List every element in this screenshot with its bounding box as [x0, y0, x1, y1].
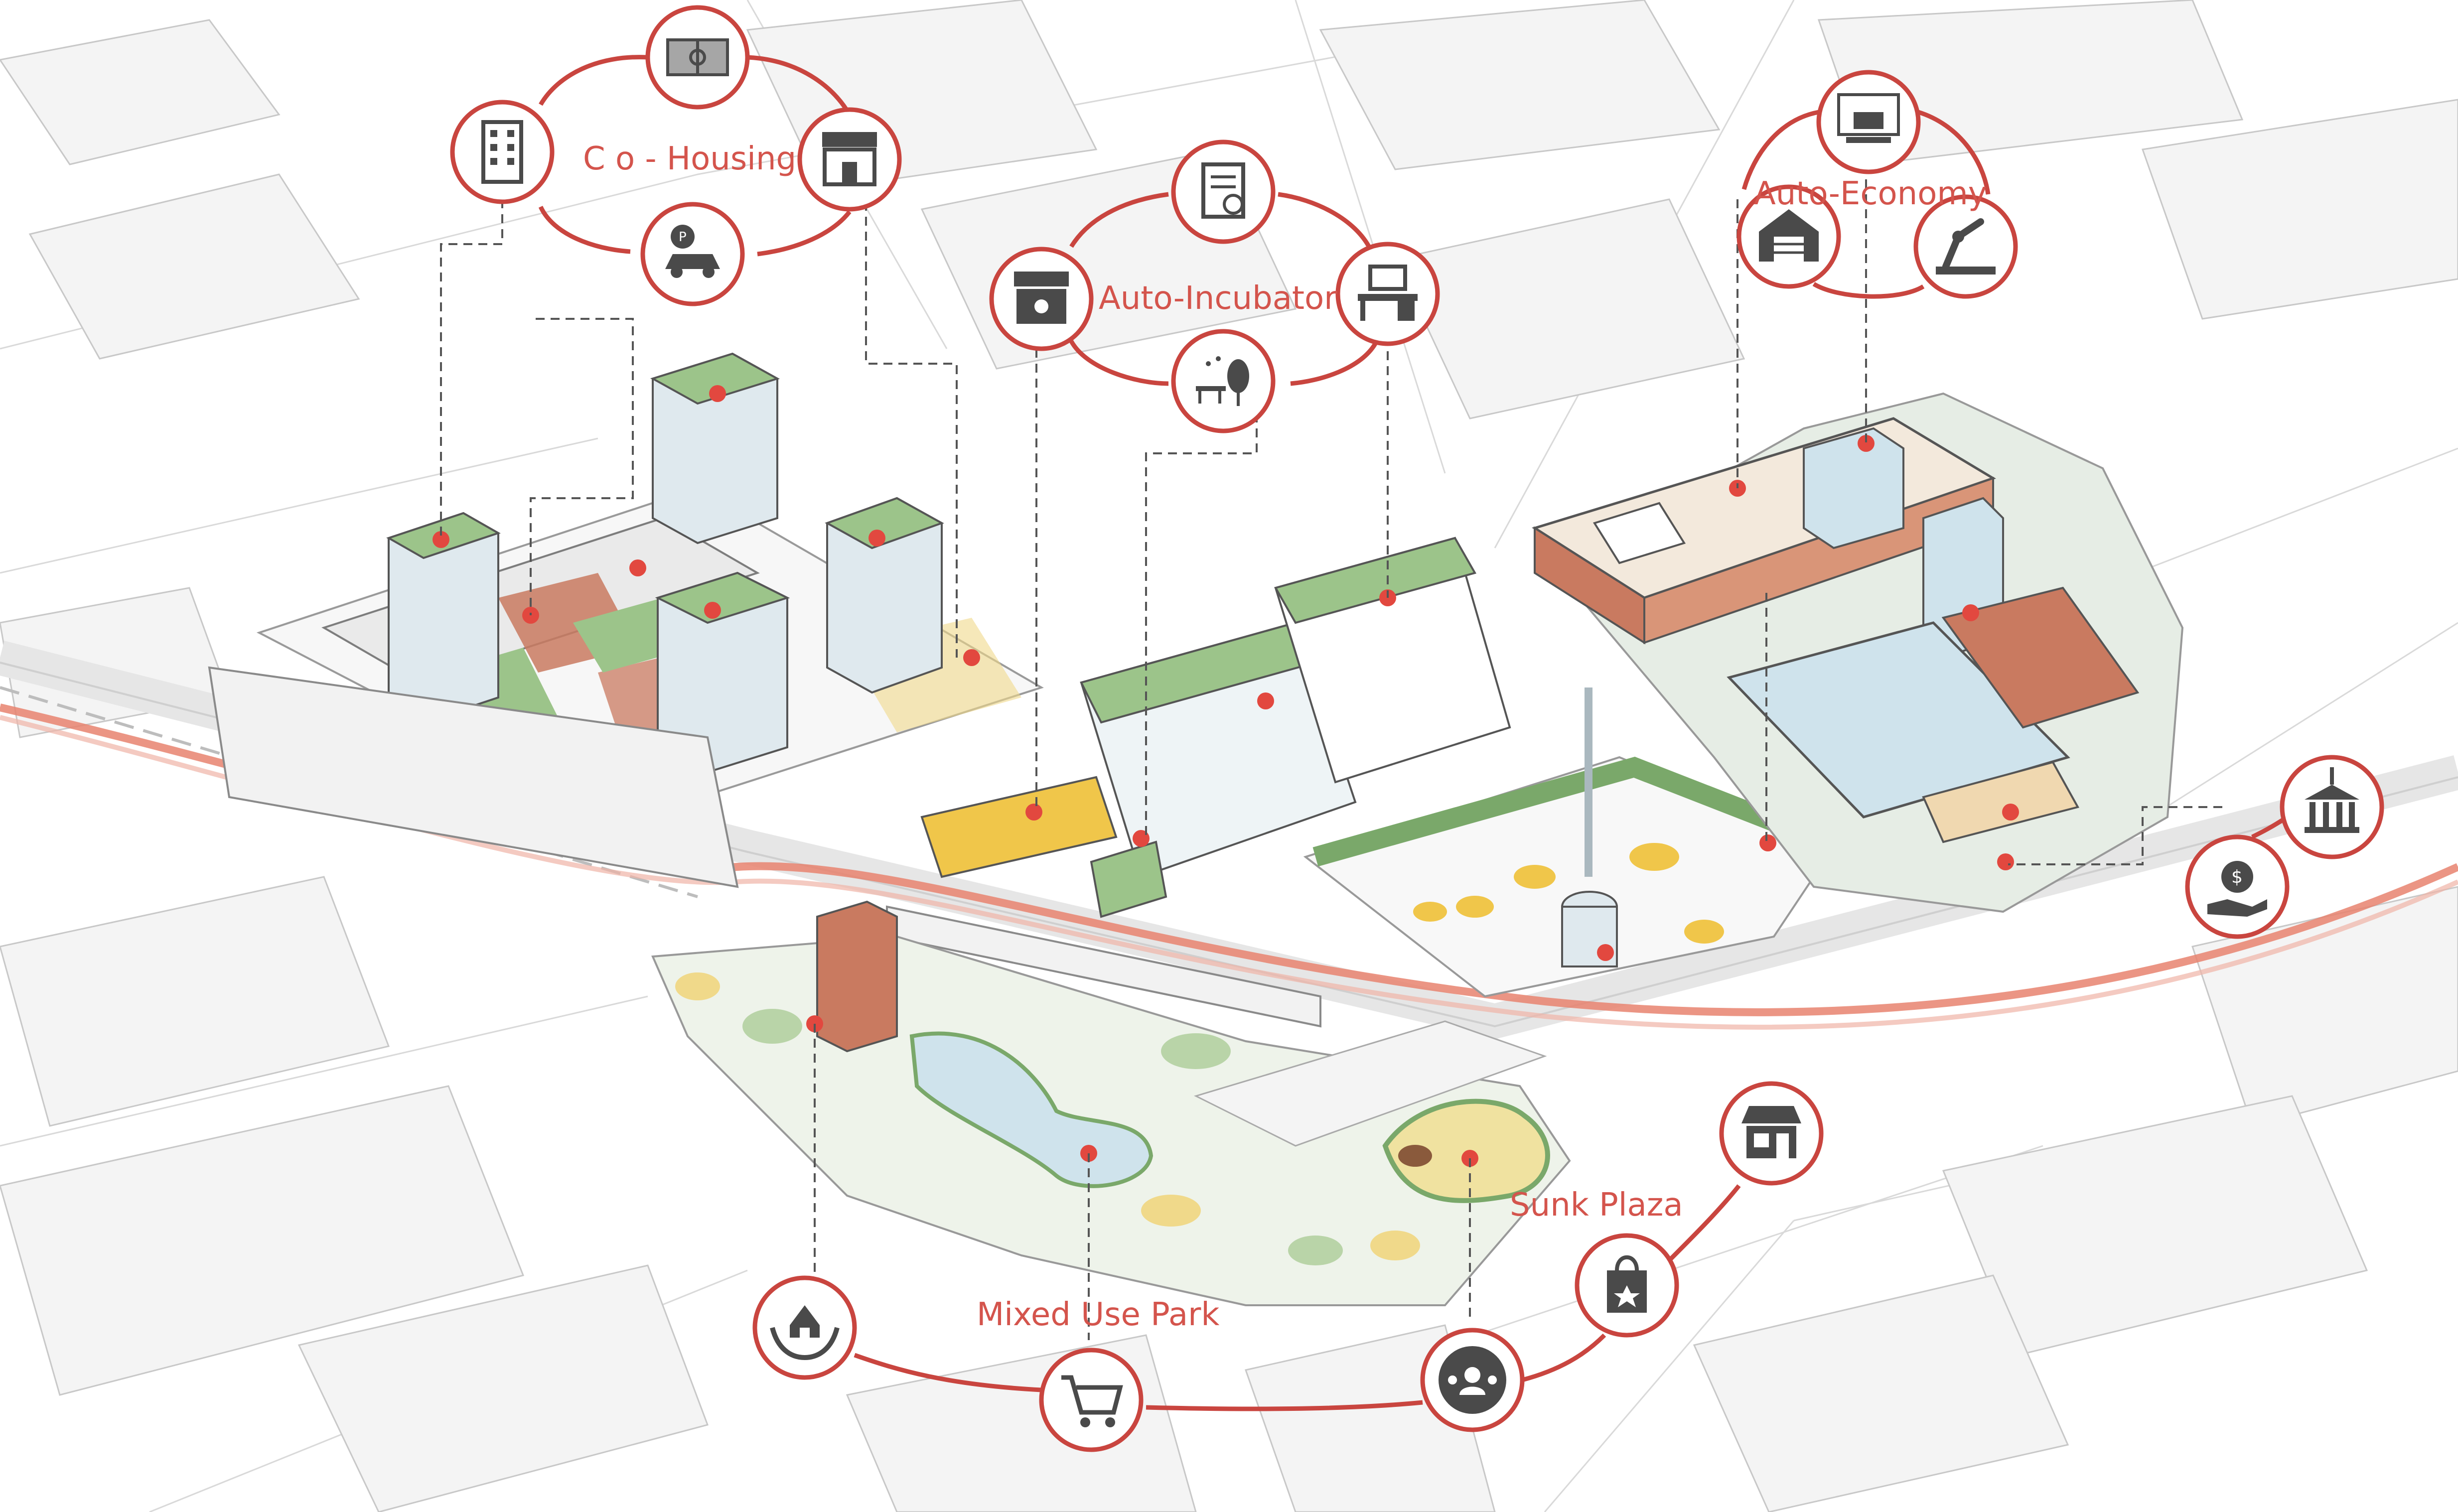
- park-label: Mixed Use Park: [977, 1296, 1219, 1333]
- location-pin: [629, 559, 646, 576]
- sports-court-icon: [645, 5, 750, 110]
- storefront-icon: [797, 107, 902, 212]
- leader-lines: [440, 164, 2333, 1340]
- money-hand-icon: $: [2185, 834, 2290, 939]
- incubator-site: [920, 537, 1511, 918]
- economy-site: [1532, 392, 2184, 913]
- location-pin: [1025, 804, 1042, 821]
- incubator-label: Auto-Incubator: [1099, 280, 1337, 317]
- mixed-use-park-site: [651, 900, 1571, 1306]
- warehouse-icon: [1736, 184, 1841, 289]
- location-pin: [1858, 435, 1875, 452]
- export-bank-icon: [2280, 755, 2384, 859]
- housing-tower-2: [650, 352, 780, 545]
- location-pin: [2002, 804, 2019, 821]
- location-pin: [1257, 692, 1274, 709]
- housing-tower-4: [655, 571, 790, 774]
- work-desk-icon: [1335, 242, 1440, 346]
- home-care-hands-icon: [752, 1275, 857, 1380]
- cohousing-label: C o - Housing: [583, 140, 796, 177]
- car-parking-icon: P: [640, 202, 745, 306]
- location-pin: [1997, 853, 2014, 870]
- shop-front-icon: [1719, 1081, 1824, 1186]
- coworking-laptop-icon: [1816, 70, 1921, 174]
- shopping-cart-icon: [1039, 1348, 1144, 1452]
- location-pin: [709, 385, 726, 402]
- svg-text:P: P: [679, 230, 687, 245]
- location-pin: [868, 530, 885, 547]
- housing-tower-3: [825, 497, 944, 694]
- robot-arm-icon: [1913, 194, 2018, 299]
- location-pin: [963, 649, 980, 666]
- outdoor-bench-tree-icon: [1171, 329, 1276, 433]
- blueprint-document-icon: [1171, 139, 1276, 244]
- location-pin: [433, 531, 449, 548]
- viaduct-arches: [208, 666, 1321, 1028]
- relationship-arrows: [538, 55, 2289, 1411]
- location-pin: [704, 602, 721, 619]
- community-gathering-icon: [1420, 1328, 1525, 1432]
- location-pin: [1962, 604, 1979, 621]
- plaza-label: Sunk Plaza: [1510, 1187, 1683, 1224]
- location-pin: [1759, 834, 1776, 851]
- shopping-bag-icon: [1575, 1233, 1679, 1338]
- cohousing-site: [256, 352, 1044, 824]
- cafe-store-icon: [989, 247, 1094, 351]
- economy-label: Auto-Economy: [1754, 175, 1987, 212]
- apartment-building-icon: [450, 100, 555, 204]
- location-pin: [1597, 944, 1614, 961]
- svg-text:$: $: [2231, 867, 2243, 887]
